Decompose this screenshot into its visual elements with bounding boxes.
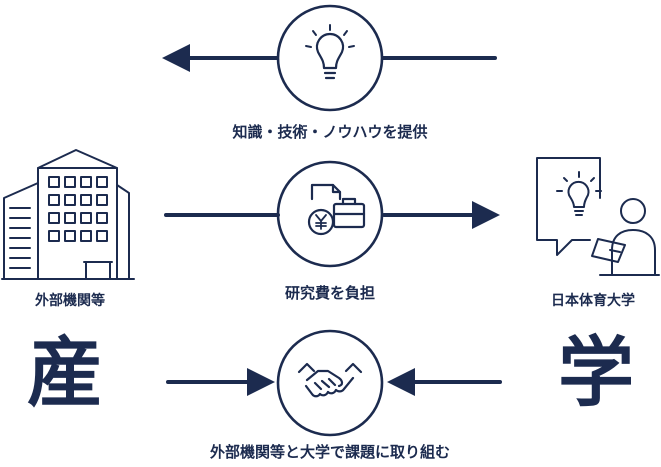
bottom-circle [276,329,384,437]
handshake-icon [297,362,363,398]
bottom-right-arrow [387,368,502,396]
middle-circle [276,160,384,268]
left-party-label: 外部機関等 [35,293,105,309]
money-briefcase-icon [307,183,366,236]
top-circle [276,4,384,112]
right-party-label: 日本体育大学 [551,293,635,309]
presenter-idea-icon [536,157,660,276]
lightbulb-icon [305,24,355,80]
building-icon [1,149,135,280]
bottom-flow-caption: 外部機関等と大学で課題に取り組む [209,443,450,461]
left-party-character: 産 [27,328,103,417]
top-flow-caption: 知識・技術・ノウハウを提供 [232,123,428,141]
middle-flow-caption: 研究費を負担 [284,284,375,302]
middle-arrow [164,201,500,229]
top-arrow [162,44,497,72]
bottom-left-arrow [166,368,275,396]
right-party-character: 学 [558,328,634,417]
